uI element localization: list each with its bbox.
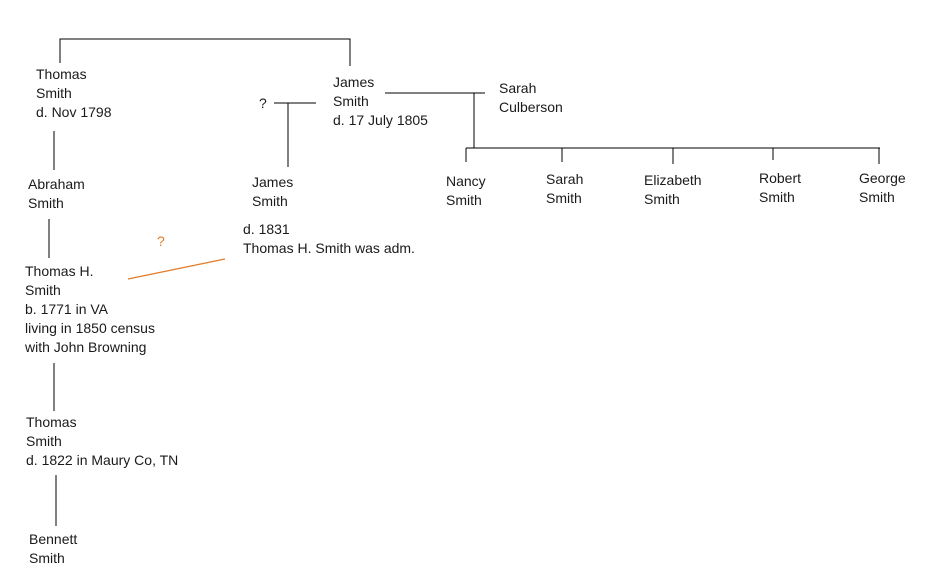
- person-nancy-smith: Nancy Smith: [446, 172, 486, 210]
- person-james-smith-jr-notes: d. 1831 Thomas H. Smith was adm.: [243, 220, 415, 258]
- uncertain-link-line: [127, 258, 226, 280]
- last-name: Smith: [25, 282, 61, 298]
- death-note: d. 17 July 1805: [333, 112, 428, 128]
- last-name: Smith: [859, 189, 895, 205]
- person-james-smith-jr: James Smith: [252, 173, 293, 211]
- death-note: d. 1831: [243, 221, 290, 237]
- first-name: Sarah: [546, 171, 584, 187]
- first-name: Bennett: [29, 531, 78, 547]
- last-name: Smith: [28, 195, 64, 211]
- first-name: James: [252, 174, 294, 190]
- person-abraham-smith: Abraham Smith: [28, 175, 85, 213]
- birth-note: b. 1771 in VA: [25, 301, 109, 317]
- person-thomas-smith-sr: Thomas Smith d. Nov 1798: [36, 65, 112, 122]
- administrator-note: Thomas H. Smith was adm.: [243, 240, 415, 256]
- unknown-parent-mark: ?: [259, 95, 267, 111]
- last-name: Smith: [333, 93, 369, 109]
- person-thomas-h-smith: Thomas H. Smith b. 1771 in VA living in …: [25, 262, 155, 357]
- last-name: Smith: [26, 433, 62, 449]
- last-name: Smith: [29, 550, 65, 566]
- person-elizabeth-smith: Elizabeth Smith: [644, 171, 702, 209]
- death-note: d. 1822 in Maury Co, TN: [26, 452, 179, 468]
- person-george-smith: George Smith: [859, 169, 906, 207]
- death-note: d. Nov 1798: [36, 104, 112, 120]
- last-name: Culberson: [499, 99, 563, 115]
- first-name: Thomas: [26, 414, 77, 430]
- first-name: George: [859, 170, 906, 186]
- person-thomas-smith-jr: Thomas Smith d. 1822 in Maury Co, TN: [26, 413, 178, 470]
- first-name: Elizabeth: [644, 172, 702, 188]
- person-robert-smith: Robert Smith: [759, 169, 801, 207]
- first-name: Thomas: [36, 66, 87, 82]
- sibling-bracket-line: [59, 38, 351, 66]
- first-name: Nancy: [446, 173, 486, 189]
- last-name: Smith: [644, 191, 680, 207]
- last-name: Smith: [36, 85, 72, 101]
- last-name: Smith: [446, 192, 482, 208]
- first-name: Abraham: [28, 176, 85, 192]
- person-bennett-smith: Bennett Smith: [29, 530, 77, 568]
- uncertain-link-mark: ?: [157, 233, 165, 249]
- first-name: Sarah: [499, 80, 537, 96]
- residence-note: with John Browning: [25, 339, 147, 355]
- last-name: Smith: [759, 189, 795, 205]
- census-note: living in 1850 census: [25, 320, 155, 336]
- person-sarah-smith: Sarah Smith: [546, 170, 583, 208]
- person-james-smith-sr: James Smith d. 17 July 1805: [333, 73, 428, 130]
- first-name: Robert: [759, 170, 802, 186]
- last-name: Smith: [252, 193, 288, 209]
- first-name: James: [333, 74, 375, 90]
- first-name: Thomas H.: [25, 263, 94, 279]
- person-sarah-culberson: Sarah Culberson: [499, 79, 563, 117]
- last-name: Smith: [546, 190, 582, 206]
